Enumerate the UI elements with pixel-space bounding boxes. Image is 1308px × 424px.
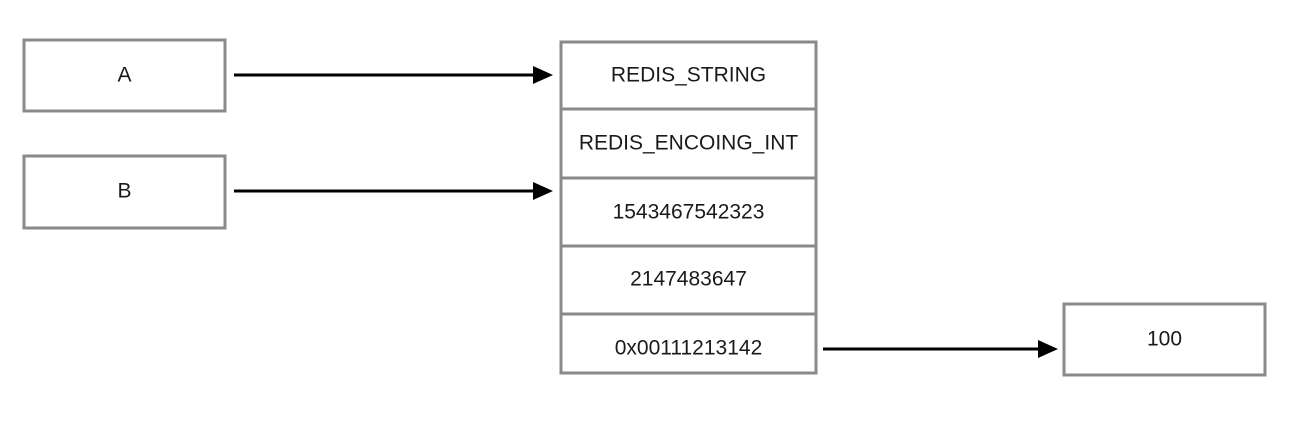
arrow-b-to-object: [234, 182, 553, 200]
object-cell-ptr: [559, 312, 818, 375]
object-field-4-label: 2147483647: [630, 268, 747, 291]
object-cell-4: [559, 244, 818, 316]
object-field-3-label: 1543467542323: [613, 201, 765, 224]
object-ptr-label: 0x00111213142: [615, 337, 763, 360]
target-value-node: 100: [1062, 302, 1267, 377]
arrow-a-to-object: [234, 66, 553, 84]
pointer-b-label: B: [117, 180, 131, 203]
arrow-ptr-to-value: [823, 340, 1058, 358]
pointer-b-node: B: [22, 154, 227, 230]
object-type-label: REDIS_STRING: [611, 64, 766, 87]
object-cell-encoding: [559, 107, 818, 180]
redis-object-stack: REDIS_STRING REDIS_ENCOING_INT 154346754…: [559, 40, 818, 375]
object-encoding-label: REDIS_ENCOING_INT: [579, 132, 799, 155]
pointer-a-node: A: [22, 38, 227, 113]
pointer-a-label: A: [117, 64, 131, 87]
target-value-label: 100: [1147, 328, 1182, 351]
